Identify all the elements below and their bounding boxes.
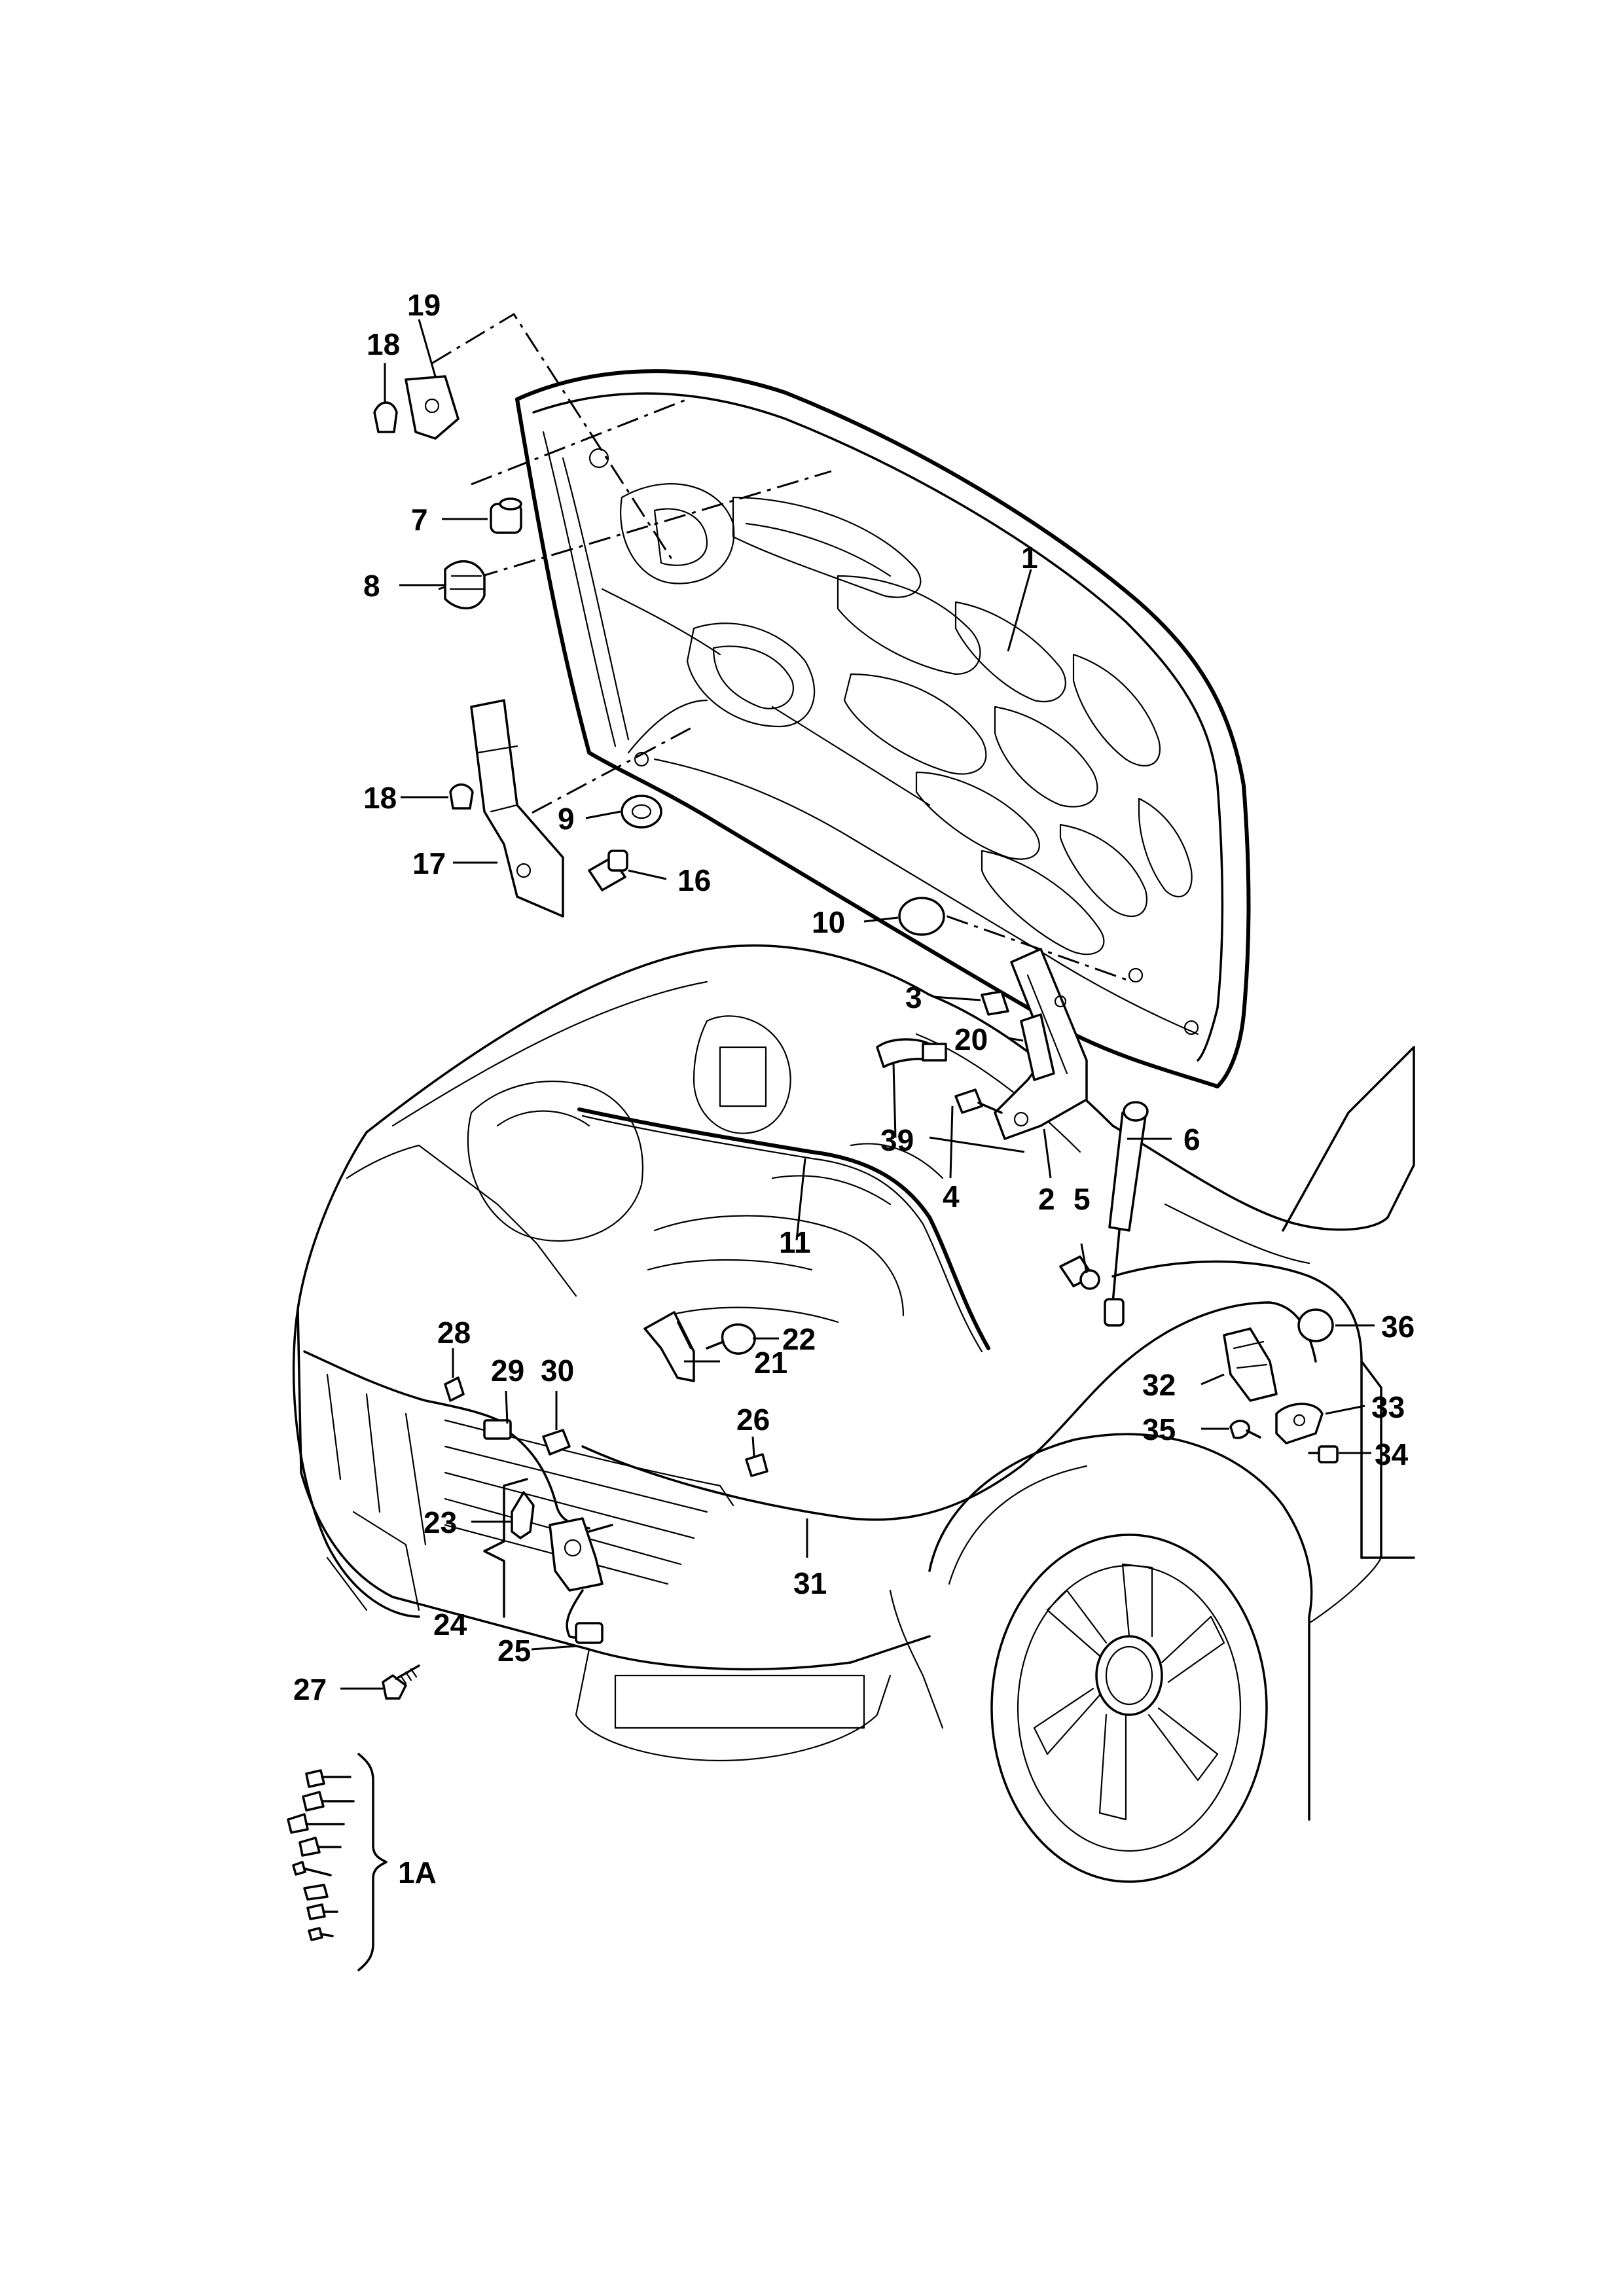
vehicle-front-body — [292, 944, 1415, 1883]
part-19-bracket — [405, 375, 460, 440]
label-part-21: 21 — [754, 1346, 787, 1380]
label-part-9: 9 — [558, 802, 575, 836]
part-4-bolt — [954, 1088, 1003, 1114]
label-part-24: 24 — [433, 1607, 467, 1641]
part-17-hinge-left — [470, 699, 564, 918]
part-6-gas-strut — [1104, 1101, 1149, 1327]
label-part-18-lower: 18 — [363, 781, 397, 815]
label-part-1: 1 — [1021, 541, 1038, 575]
part-25-microswitch — [566, 1589, 604, 1644]
label-part-28: 28 — [437, 1316, 471, 1350]
part-28-clip — [444, 1376, 465, 1402]
label-part-16: 16 — [677, 863, 711, 897]
part-11-seal — [577, 1107, 990, 1353]
label-part-20: 20 — [954, 1022, 988, 1056]
part-32-bracket — [1223, 1327, 1278, 1402]
label-part-3: 3 — [905, 980, 922, 1014]
label-part-18-top: 18 — [367, 327, 400, 361]
part-16-buffer — [588, 850, 628, 891]
label-part-17: 17 — [412, 846, 446, 880]
part-8-buffer — [444, 560, 486, 610]
part-10-grommet — [898, 897, 945, 936]
label-part-4: 4 — [943, 1179, 960, 1213]
label-part-1a: 1A — [398, 1856, 437, 1890]
label-part-36: 36 — [1381, 1310, 1415, 1344]
part-23-sensor — [511, 1491, 535, 1539]
label-part-27: 27 — [293, 1672, 327, 1706]
part-33-release-lever — [1275, 1403, 1324, 1444]
part-21-bracket — [643, 1311, 695, 1382]
label-part-10: 10 — [812, 905, 845, 939]
leader-lines — [340, 319, 1375, 1690]
brace-24 — [483, 1478, 528, 1618]
hood-panel — [515, 369, 1251, 1088]
part-34-clip — [1308, 1445, 1339, 1463]
label-part-39: 39 — [880, 1123, 914, 1157]
label-part-11: 11 — [779, 1225, 811, 1259]
part-26-clip — [745, 1453, 768, 1477]
part-3-clip — [981, 990, 1009, 1016]
label-part-29: 29 — [491, 1354, 524, 1388]
part-18-clip-top — [373, 401, 398, 433]
part-18-clip-lower — [449, 783, 474, 810]
part-30-clip — [542, 1429, 571, 1456]
part-1a-fastener-set — [287, 1753, 388, 1971]
label-part-26: 26 — [736, 1403, 770, 1437]
part-24-lock — [549, 1517, 613, 1592]
part-5-ball-stud — [1059, 1255, 1100, 1290]
part-35-screw — [1229, 1420, 1261, 1439]
label-part-30: 30 — [541, 1354, 574, 1388]
label-part-19: 19 — [407, 288, 441, 322]
label-part-7: 7 — [411, 503, 428, 537]
label-part-5: 5 — [1074, 1182, 1091, 1216]
part-39-hose-clip — [876, 1038, 947, 1068]
label-part-25: 25 — [497, 1634, 531, 1668]
part-7-buffer — [490, 497, 522, 534]
label-part-33: 33 — [1371, 1390, 1405, 1424]
label-part-31: 31 — [793, 1566, 827, 1600]
part-27-bolt — [382, 1664, 420, 1700]
label-part-22: 22 — [782, 1322, 816, 1356]
label-part-35: 35 — [1142, 1412, 1176, 1446]
label-part-23: 23 — [424, 1505, 457, 1539]
label-part-8: 8 — [363, 569, 380, 603]
part-31-cable-main — [581, 1301, 1317, 1521]
label-part-32: 32 — [1142, 1368, 1176, 1402]
part-20-pad — [1020, 1013, 1055, 1081]
label-part-6: 6 — [1183, 1122, 1200, 1157]
part-36-grommet — [1297, 1308, 1334, 1342]
part-9-grommet — [621, 795, 662, 829]
assembly-centerlines — [431, 312, 1133, 983]
callout-labels: 1 1A 2 3 4 5 6 7 8 9 10 11 16 17 18 18 1… — [293, 288, 1415, 1890]
label-part-34: 34 — [1375, 1437, 1409, 1471]
label-part-2: 2 — [1038, 1182, 1055, 1216]
part-22-bolt — [706, 1323, 756, 1355]
